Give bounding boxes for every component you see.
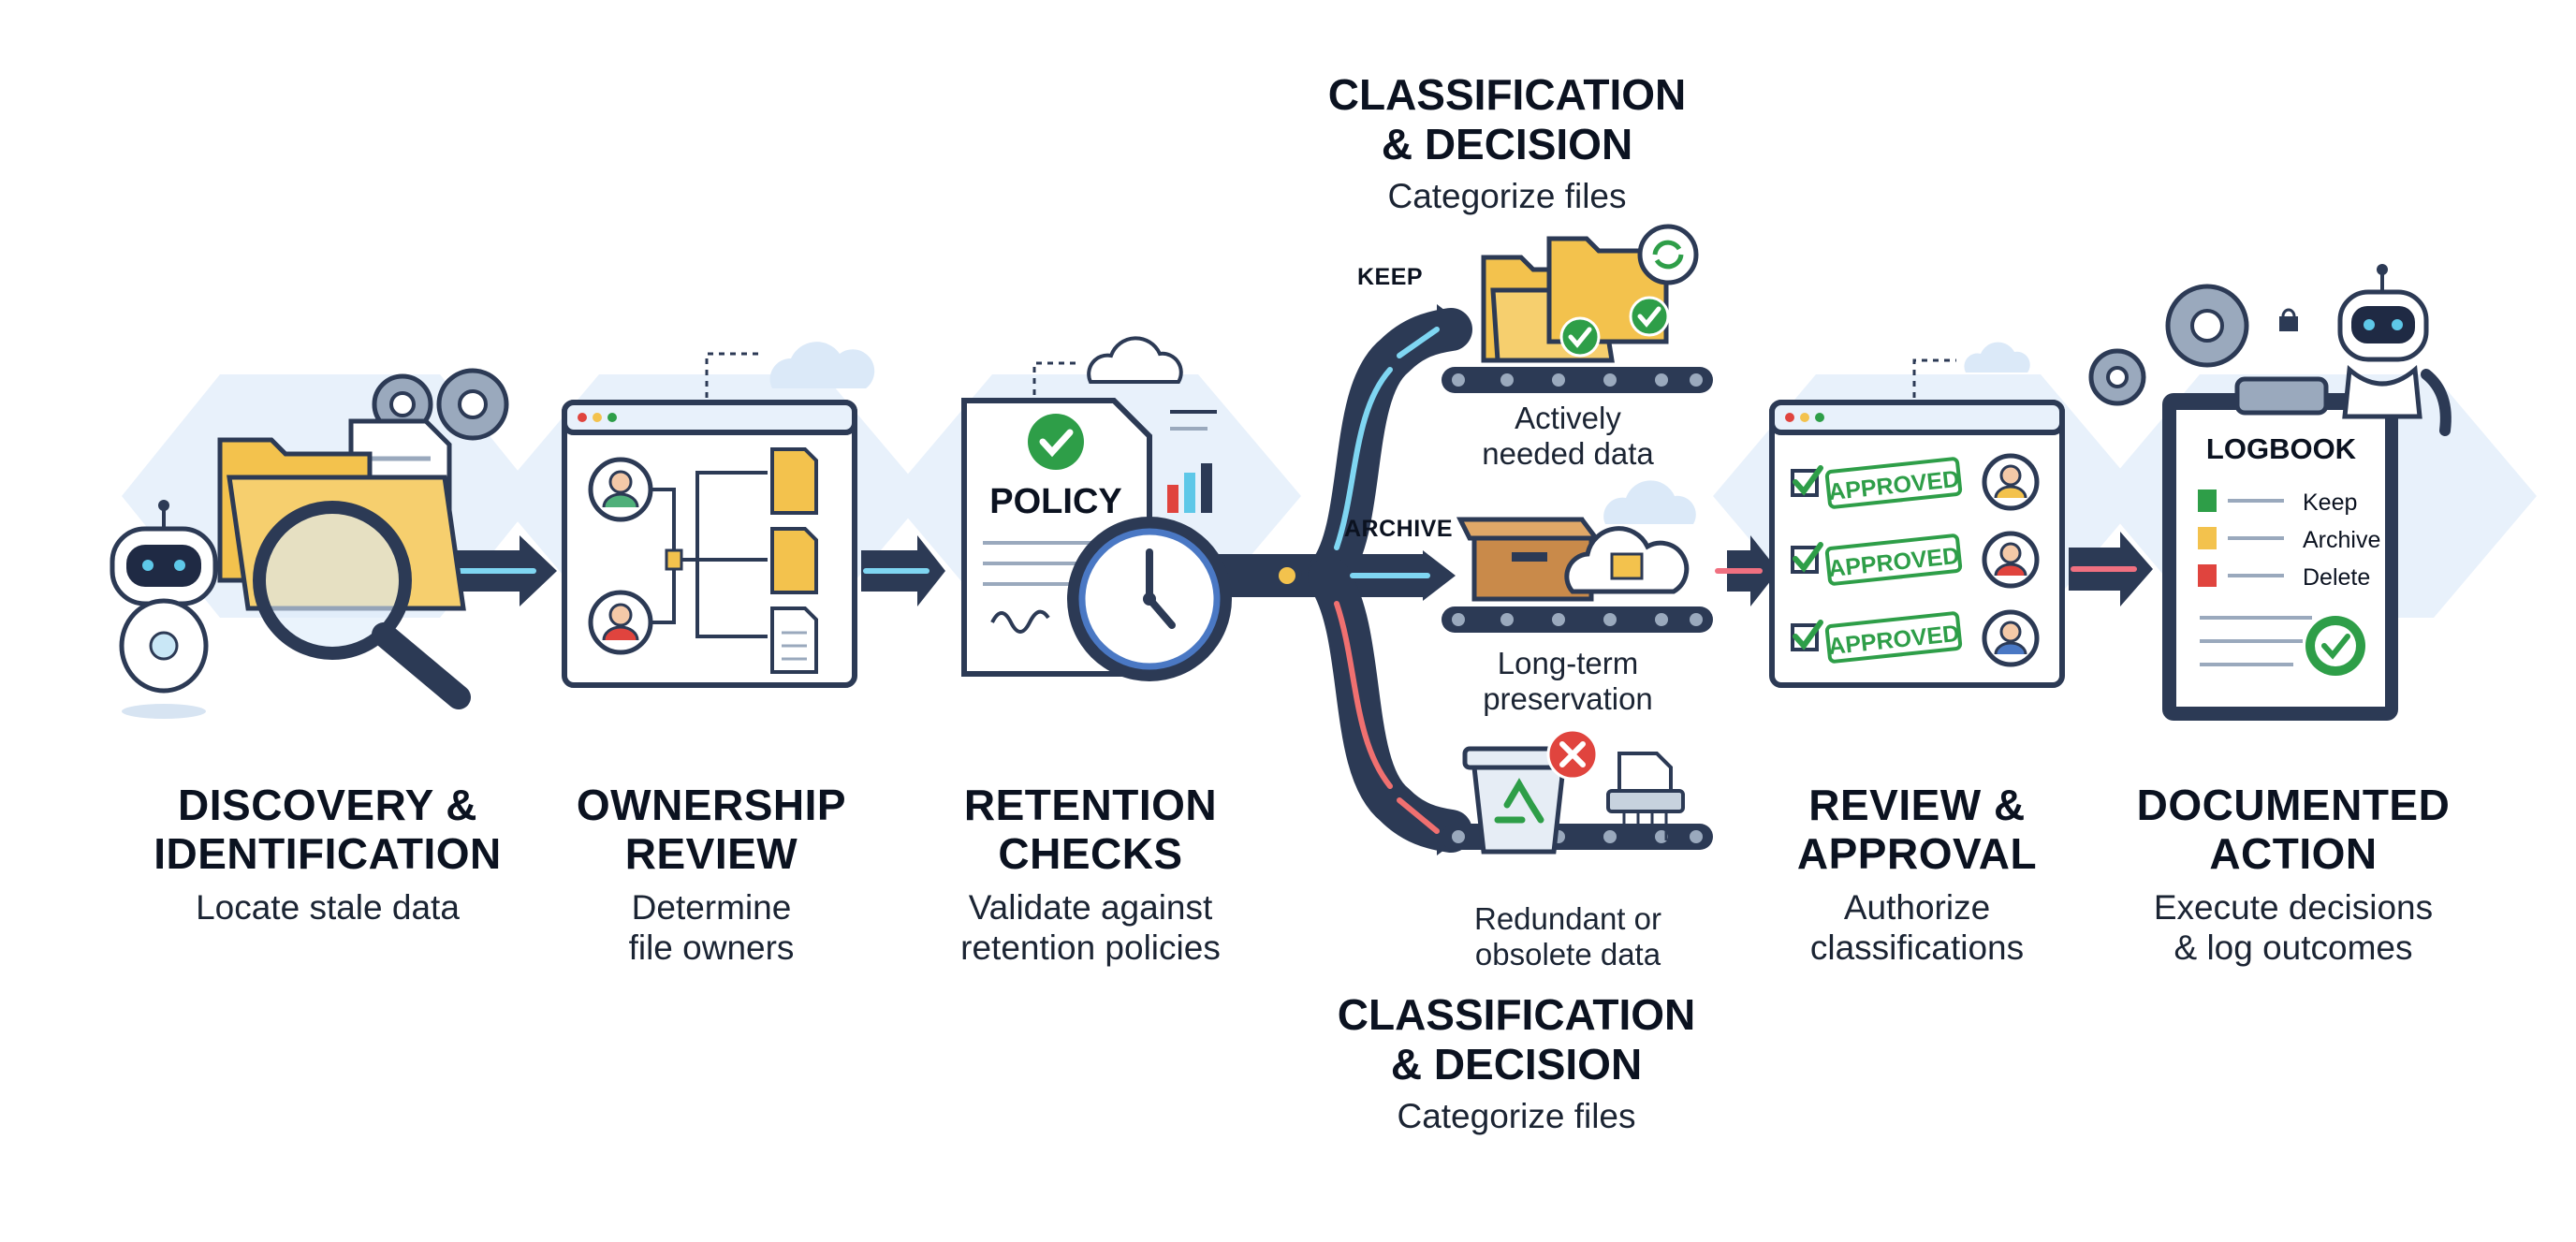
step1-title-line1: DISCOVERY & (178, 781, 477, 829)
branch-fork (1186, 304, 1472, 855)
checkmark-icon (1559, 316, 1601, 358)
step5-subtitle-line1: Execute decisions (2153, 888, 2434, 927)
approval-row: APPROVED (1791, 531, 2040, 589)
trash-icon (1462, 746, 1575, 855)
arrow-archive-head (1423, 550, 1456, 601)
person-icon (588, 457, 653, 522)
cloud-icon (1603, 480, 1696, 524)
gear-icon (2165, 284, 2249, 368)
magnifier-icon (253, 501, 471, 709)
document-icon (770, 606, 818, 674)
clock-icon (1067, 517, 1232, 681)
conveyor-belt-icon (1442, 367, 1713, 393)
checkmark-icon (1629, 296, 1670, 337)
step4-subtitle-line2: classifications (1809, 928, 2025, 967)
keep-illustration (1442, 224, 1713, 393)
branch-desc-archive-line1: Long-term (1497, 646, 1639, 680)
step4-title-line1: REVIEW & (1808, 781, 2026, 829)
approval-illustration: APPROVED APPROVED APPROVED (1769, 342, 2065, 688)
archive-file-icon (2198, 527, 2217, 549)
delete-illustration (1442, 728, 1713, 855)
classification-top-title-line1: CLASSIFICATION (1327, 70, 1687, 119)
document-icon (770, 527, 818, 594)
delete-file-icon (2198, 564, 2217, 587)
bar-chart-icon (1167, 410, 1217, 513)
connector-arrows (449, 532, 2153, 606)
step2-title-line2: REVIEW (624, 829, 798, 878)
step5-subtitle-line2: & log outcomes (2174, 928, 2413, 967)
step3-title-line2: CHECKS (998, 829, 1183, 878)
conveyor-belt-icon (1442, 606, 1713, 633)
robot-icon (2337, 264, 2452, 436)
lock-icon (2279, 308, 2298, 331)
archive-illustration (1442, 480, 1713, 633)
classification-bottom-title-line1: CLASSIFICATION (1337, 990, 1696, 1039)
cloud-icon (1564, 526, 1690, 594)
robot-icon (110, 500, 218, 719)
step3-subtitle-line2: retention policies (960, 928, 1221, 967)
cloud-icon (769, 342, 875, 388)
step4-title-line2: APPROVAL (1796, 829, 2038, 878)
branch-tag-keep: KEEP (1357, 264, 1424, 290)
arrow-classification-to-review (1715, 535, 1778, 606)
recycle-icon (1494, 778, 1544, 824)
discovery-illustration (110, 368, 509, 719)
branch-desc-archive-line2: preservation (1483, 681, 1653, 716)
step3-subtitle-line1: Validate against (968, 888, 1213, 927)
branch-desc-keep-line2: needed data (1482, 436, 1654, 471)
arrow-step2-to-step3 (861, 535, 945, 606)
gear-icon (436, 368, 509, 441)
classification-top-title-line2: & DECISION (1381, 120, 1633, 168)
gear-icon (2088, 348, 2146, 406)
arrow-step1-to-step2 (449, 535, 557, 606)
step1-subtitle: Locate stale data (196, 888, 460, 927)
gear-icon (372, 373, 433, 435)
branch-desc-keep-line1: Actively (1515, 401, 1621, 435)
checkmark-icon (2305, 616, 2365, 676)
clipboard-icon: LOGBOOK Keep Archive Delete (2162, 376, 2398, 721)
branch-desc-delete-line1: Redundant or (1474, 901, 1661, 936)
sync-icon (1637, 224, 1699, 285)
retention-illustration: POLICY (961, 336, 1232, 681)
ownership-illustration (562, 342, 875, 688)
step2-subtitle-line2: file owners (628, 928, 795, 967)
step1-title-line2: IDENTIFICATION (154, 829, 502, 878)
logbook-entry-delete: Delete (2303, 564, 2370, 591)
approval-row: APPROVED (1791, 453, 2040, 511)
keep-file-icon (2198, 489, 2217, 512)
classification-bottom-subtitle: Categorize files (1397, 1097, 1636, 1135)
branch-tag-archive: ARCHIVE (1344, 516, 1454, 542)
logbook-illustration: LOGBOOK Keep Archive Delete (2088, 264, 2452, 721)
step5-title-line2: ACTION (2209, 829, 2378, 878)
classification-top-subtitle: Categorize files (1387, 177, 1627, 215)
logbook-title: LOGBOOK (2206, 432, 2357, 465)
step2-title-line1: OWNERSHIP (576, 781, 847, 829)
logbook-entry-archive: Archive (2303, 527, 2380, 553)
arrow-keep-head (1437, 304, 1470, 354)
close-icon (1546, 728, 1599, 781)
arrow-step4-to-step5 (2069, 532, 2153, 606)
step4-subtitle-line1: Authorize (1843, 888, 1991, 927)
document-icon (770, 447, 818, 515)
branch-desc-delete-line2: obsolete data (1474, 937, 1661, 972)
step2-subtitle-line1: Determine (631, 888, 792, 927)
shredder-icon (1606, 752, 1685, 840)
classification-bottom-title-line2: & DECISION (1390, 1040, 1643, 1089)
step3-title-line1: RETENTION (963, 781, 1218, 829)
step5-title-line1: DOCUMENTED (2136, 781, 2451, 829)
cloud-icon (1964, 342, 2030, 373)
policy-label: POLICY (989, 482, 1121, 521)
cloud-icon (1087, 336, 1183, 384)
approval-row: APPROVED (1791, 609, 2040, 667)
logbook-entry-keep: Keep (2303, 489, 2357, 516)
person-icon (588, 590, 653, 655)
